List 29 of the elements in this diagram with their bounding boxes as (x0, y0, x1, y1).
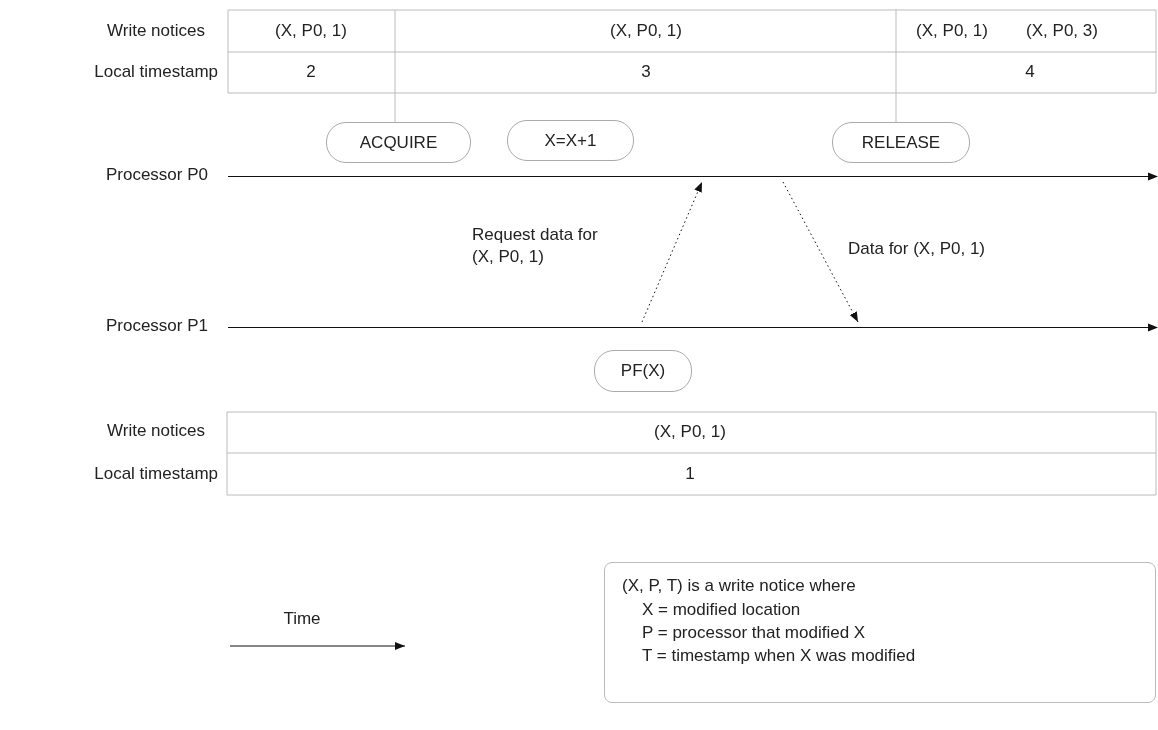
row-header: Write notices (107, 21, 205, 41)
note-text: (X, P, T) is a write notice where (622, 576, 856, 596)
row-header: Write notices (107, 421, 205, 441)
row-header: Local timestamp (94, 464, 218, 484)
timeline-label: Processor P0 (105, 165, 208, 185)
note-box (604, 562, 1156, 703)
table-cell-text: (X, P0, 1) (275, 21, 347, 41)
table-cell-text: 4 (1025, 62, 1035, 82)
process-timeline (228, 322, 1158, 333)
message-arrow (782, 181, 859, 323)
event-label: ACQUIRE (326, 122, 471, 163)
note-text: P = processor that modified X (642, 623, 866, 643)
message-arrow (641, 181, 703, 323)
event-label: RELEASE (832, 122, 970, 163)
table-cell-text: 2 (306, 62, 316, 82)
table-cell-text: 3 (641, 62, 651, 82)
table-cell-text: (X, P0, 1) (654, 422, 726, 442)
table-cell-text: (X, P0, 1) (610, 21, 682, 41)
timeline-label: Processor P1 (105, 316, 208, 336)
axis-label: Time (283, 609, 321, 629)
note-text: T = timestamp when X was modified (642, 646, 916, 666)
row-header: Local timestamp (94, 62, 218, 82)
table-cell-text: (X, P0, 3) (1026, 21, 1098, 41)
event-label: PF(X) (594, 350, 692, 392)
event-label: X=X+1 (507, 120, 634, 161)
process-timeline (228, 171, 1158, 182)
table-cell-text: (X, P0, 1) (916, 21, 988, 41)
table-cell-text: 1 (685, 464, 695, 484)
note-text: X = modified location (642, 600, 801, 620)
